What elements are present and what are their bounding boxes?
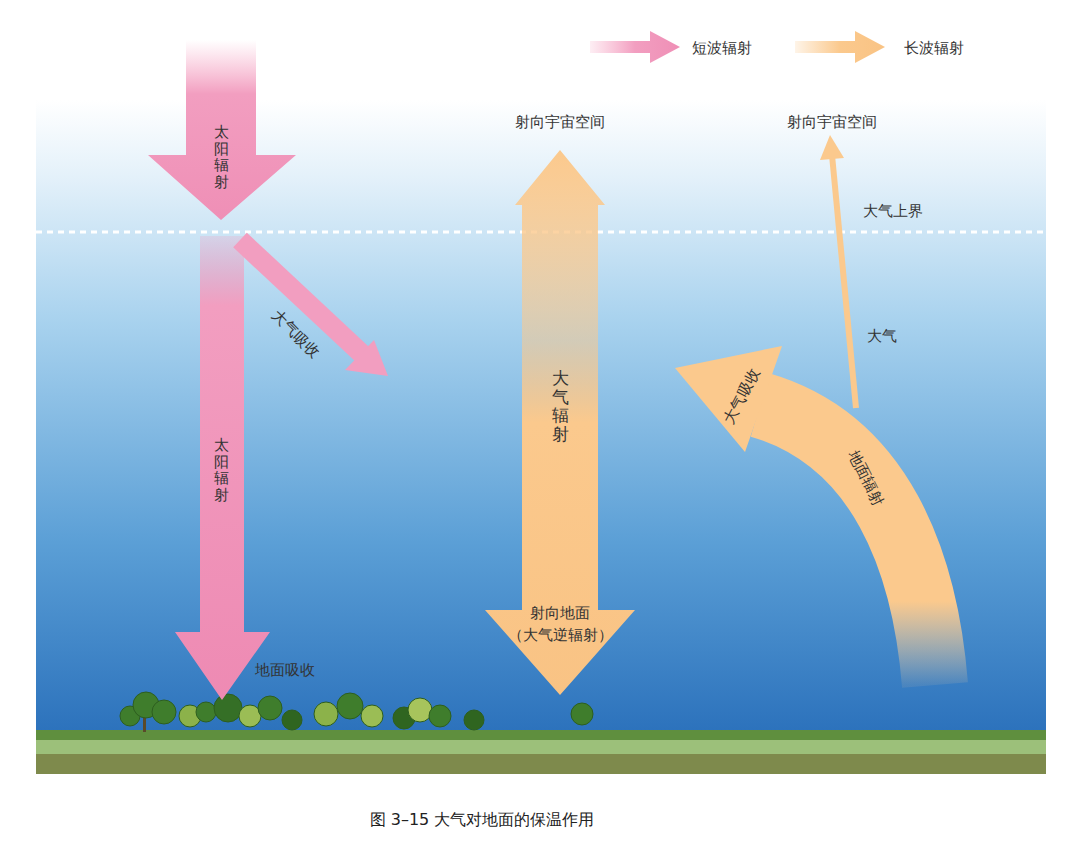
direction-label: （大气逆辐射） — [508, 626, 613, 644]
direction-label: 射向宇宙空间 — [787, 113, 877, 131]
arrow-label: 太阳辐射 — [214, 124, 229, 190]
legend-text: 短波辐射 — [692, 39, 752, 57]
boundary-label: 大气上界 — [863, 202, 923, 220]
arrow-label: 太阳辐射 — [214, 437, 229, 503]
figure-caption: 图 3–15 大气对地面的保温作用 — [370, 810, 595, 829]
legend-text: 长波辐射 — [904, 39, 964, 57]
direction-label: 射向宇宙空间 — [515, 113, 605, 131]
direction-label: 射向地面 — [530, 604, 590, 622]
arrow-label: 大气辐射 — [552, 369, 569, 444]
arrow-label: 地面吸收 — [255, 661, 315, 679]
layer-label: 大气 — [867, 327, 897, 345]
